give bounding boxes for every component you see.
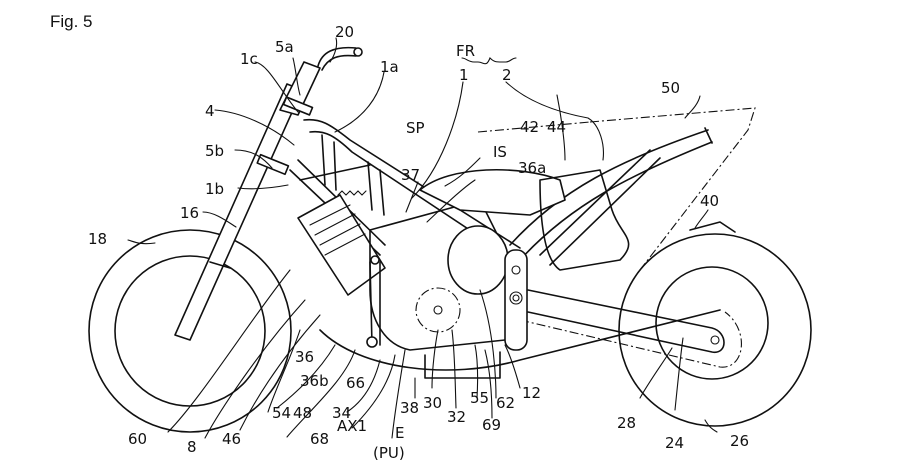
label-1a: 1a bbox=[380, 58, 399, 76]
fr-brace bbox=[461, 57, 517, 65]
seat-outline bbox=[589, 107, 756, 271]
label-38: 38 bbox=[400, 399, 419, 417]
label-37: 37 bbox=[401, 166, 420, 184]
label-32: 32 bbox=[447, 408, 466, 426]
label-68: 68 bbox=[310, 430, 329, 448]
label-36a: 36a bbox=[518, 159, 546, 177]
label-18: 18 bbox=[88, 230, 107, 248]
label-42: 42 bbox=[520, 118, 539, 136]
label-24: 24 bbox=[665, 434, 684, 452]
label-40: 40 bbox=[700, 192, 719, 210]
engine-cylinder bbox=[297, 190, 386, 296]
label-36b: 36b bbox=[300, 372, 329, 390]
crankcase bbox=[369, 199, 521, 379]
label-12: 12 bbox=[522, 384, 541, 402]
label-30: 30 bbox=[423, 394, 442, 412]
label-2: 2 bbox=[502, 66, 512, 84]
tank-outline-42 bbox=[477, 121, 591, 133]
handlebar bbox=[317, 46, 363, 71]
label-66: 66 bbox=[346, 374, 365, 392]
rear-wheel bbox=[618, 233, 812, 427]
label-44: 44 bbox=[547, 118, 566, 136]
label-46: 46 bbox=[222, 430, 241, 448]
label-IS: IS bbox=[493, 143, 507, 161]
leader-lines bbox=[127, 37, 718, 439]
label-20: 20 bbox=[335, 23, 354, 41]
rear-fender-40 bbox=[689, 221, 736, 233]
label-PU: (PU) bbox=[373, 444, 405, 462]
label-AX1: AX1 bbox=[337, 417, 367, 435]
label-26: 26 bbox=[730, 432, 749, 450]
label-69: 69 bbox=[482, 416, 501, 434]
label-55: 55 bbox=[470, 389, 489, 407]
label-60: 60 bbox=[128, 430, 147, 448]
reference-labels: FR 1 2 1a 1b 1c 4 5a 5b 16 18 20 37 SP I… bbox=[88, 23, 749, 462]
label-8: 8 bbox=[187, 438, 197, 456]
label-SP: SP bbox=[406, 119, 425, 137]
label-1b: 1b bbox=[205, 180, 224, 198]
figure-title: Fig. 5 bbox=[50, 12, 93, 31]
label-16: 16 bbox=[180, 204, 199, 222]
label-E: E bbox=[395, 424, 404, 442]
pivot-plate bbox=[504, 249, 528, 351]
label-5b: 5b bbox=[205, 142, 224, 160]
label-4: 4 bbox=[205, 102, 215, 120]
swing-arm bbox=[519, 289, 742, 368]
label-48: 48 bbox=[293, 404, 312, 422]
fuel-tank bbox=[539, 169, 630, 271]
label-5a: 5a bbox=[275, 38, 294, 56]
label-36: 36 bbox=[295, 348, 314, 366]
label-50: 50 bbox=[661, 79, 680, 97]
label-34: 34 bbox=[332, 404, 351, 422]
rear-frame bbox=[509, 127, 713, 266]
label-1c: 1c bbox=[240, 50, 258, 68]
label-28: 28 bbox=[617, 414, 636, 432]
label-62: 62 bbox=[496, 394, 515, 412]
airbox bbox=[419, 168, 566, 295]
exhaust-pipe bbox=[319, 309, 721, 371]
label-FR: FR bbox=[456, 42, 475, 60]
label-1: 1 bbox=[459, 66, 469, 84]
label-54: 54 bbox=[272, 404, 291, 422]
engine-mount-link bbox=[366, 255, 381, 348]
